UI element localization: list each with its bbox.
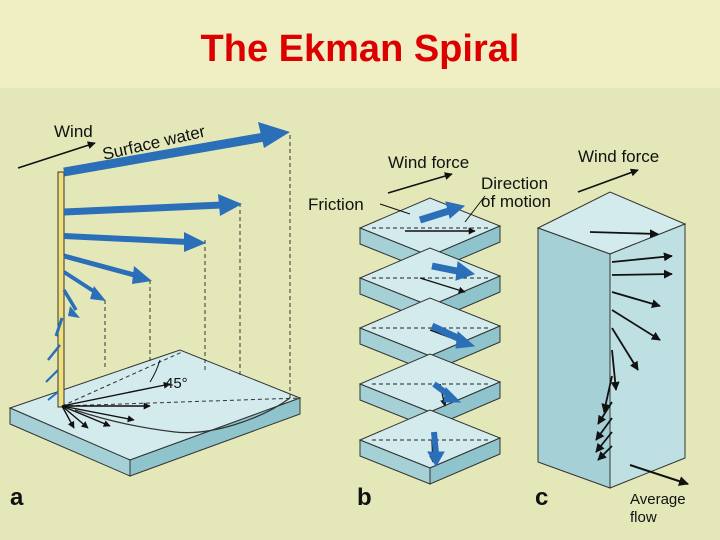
depth-pole xyxy=(57,171,65,408)
friction-label: Friction xyxy=(308,195,364,214)
projected-arrows xyxy=(61,381,171,429)
panel-a: Wind Surface water 45° a xyxy=(8,122,302,511)
direction-line-1: Direction xyxy=(481,174,548,193)
angle-arc xyxy=(149,359,161,383)
panel-b: Wind force Friction Direction of motion … xyxy=(308,153,553,511)
panel-a-slab-top xyxy=(8,349,302,461)
panel-b-label: b xyxy=(357,484,372,511)
wind-force-arrow-b xyxy=(387,172,453,194)
wind-label: Wind xyxy=(54,122,93,141)
average-flow-arrow xyxy=(629,464,689,486)
friction-pointer xyxy=(379,203,411,215)
column-side xyxy=(609,223,686,489)
average-flow-line-1: Average xyxy=(630,491,686,508)
average-flow-line-2: flow xyxy=(630,509,657,526)
direction-pointer xyxy=(464,195,486,223)
panel-a-slab-side xyxy=(129,397,301,477)
direction-line-2: of motion xyxy=(481,192,551,211)
angle-label: 45° xyxy=(165,375,188,392)
spiral-curve xyxy=(74,397,291,434)
wind-force-arrow-c xyxy=(577,168,639,193)
ekman-spiral-diagram: Wind Surface water 45° a xyxy=(8,122,690,526)
column-spiral-arrows xyxy=(589,229,673,461)
wind-arrow xyxy=(17,141,96,169)
projection-lines xyxy=(61,135,301,407)
water-arrows xyxy=(45,122,290,401)
slide-title: The Ekman Spiral xyxy=(200,28,520,70)
title-bar xyxy=(0,0,720,88)
average-flow-label: Average flow xyxy=(630,491,690,526)
panel-c-label: c xyxy=(535,484,548,511)
panel-a-label: a xyxy=(10,484,24,511)
stacked-slabs xyxy=(358,197,502,485)
wind-force-label-c: Wind force xyxy=(578,147,659,166)
direction-of-motion-label: Direction of motion xyxy=(481,174,553,211)
wind-force-label-b: Wind force xyxy=(388,153,469,172)
motion-arrows xyxy=(418,201,476,468)
panel-c: Wind force Average flow xyxy=(535,147,690,526)
